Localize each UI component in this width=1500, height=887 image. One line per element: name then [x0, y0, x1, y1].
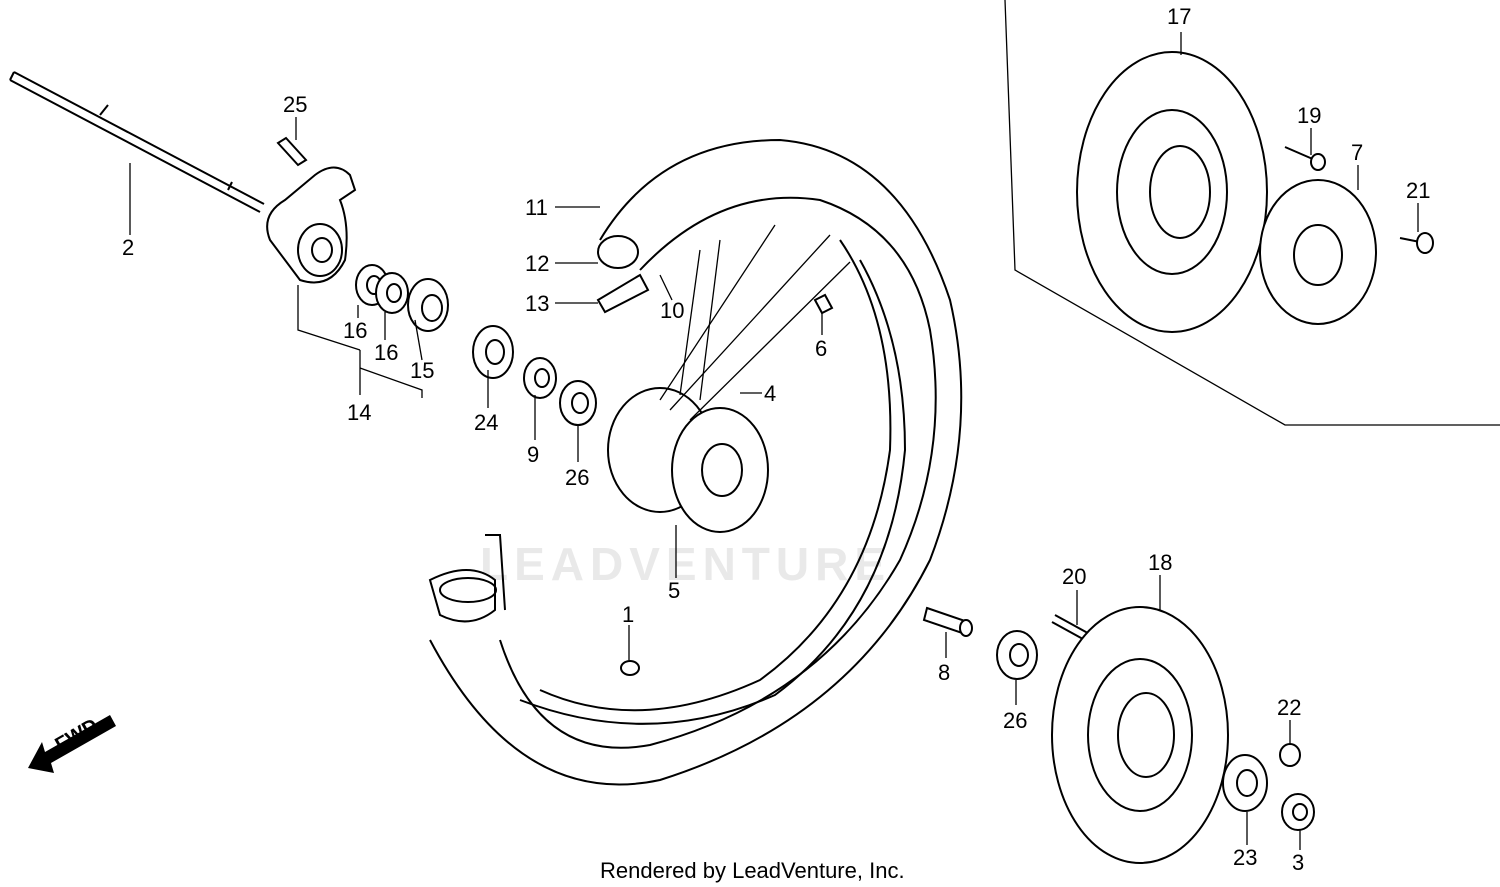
callout-15: 15: [410, 358, 434, 383]
speedometer-gearbox-part: [266, 166, 357, 284]
callout-11: 11: [525, 195, 548, 220]
callout-18: 18: [1148, 550, 1172, 575]
callout-3: 3: [1292, 850, 1304, 875]
callout-25: 25: [283, 92, 307, 117]
callout-21: 21: [1406, 178, 1430, 203]
leader-lines: [129, 32, 1419, 850]
brake-disc-part-18: [1051, 606, 1229, 864]
bearing-part-26b: [996, 630, 1038, 680]
callout-1: 1: [622, 602, 634, 627]
inset-frame: [1004, 0, 1500, 426]
brake-disc-part-17: [1076, 51, 1268, 333]
callout-13: 13: [525, 291, 549, 316]
callout-12: 12: [525, 251, 549, 276]
callout-22: 22: [1277, 695, 1301, 720]
callout-17: 17: [1167, 4, 1191, 29]
retainer-part: [523, 357, 557, 399]
speedometer-gear-part: [407, 278, 449, 332]
callout-14: 14: [347, 400, 371, 425]
wheel-assembly: [428, 138, 963, 786]
fwd-arrow-icon: FWD: [28, 715, 116, 773]
callout-19: 19: [1297, 103, 1321, 128]
callout-8: 8: [938, 660, 950, 685]
callout-16b: 16: [374, 340, 398, 365]
bearing-part-24: [472, 325, 514, 379]
collar-part-3: [1281, 793, 1315, 831]
callout-6: 6: [815, 336, 827, 361]
callout-23: 23: [1233, 845, 1257, 870]
callout-2: 2: [122, 235, 134, 260]
callout-16a: 16: [343, 318, 367, 343]
screw-part: [276, 136, 308, 167]
collar-part-8: [922, 606, 973, 637]
washers-part: [355, 264, 409, 314]
bearing-part-26a: [559, 380, 597, 426]
watermark: LEADVENTURE: [480, 538, 891, 590]
fwd-label: FWD: [52, 715, 102, 757]
callout-4: 4: [764, 381, 776, 406]
callout-10: 10: [660, 298, 684, 323]
axle-part: [9, 71, 265, 213]
callout-20: 20: [1062, 564, 1086, 589]
callout-5: 5: [668, 578, 680, 603]
bolt-part-21: [1399, 232, 1434, 254]
callout-26b: 26: [1003, 708, 1027, 733]
seal-part-23: [1222, 754, 1268, 812]
callout-9: 9: [527, 442, 539, 467]
callout-24: 24: [474, 410, 498, 435]
nut-part-22: [1279, 743, 1301, 767]
callout-26a: 26: [565, 465, 589, 490]
disc-cover-part-7: [1259, 179, 1377, 325]
footer-credit: Rendered by LeadVenture, Inc.: [600, 858, 905, 883]
callout-7: 7: [1351, 140, 1363, 165]
bolt-part-19: [1284, 146, 1326, 171]
